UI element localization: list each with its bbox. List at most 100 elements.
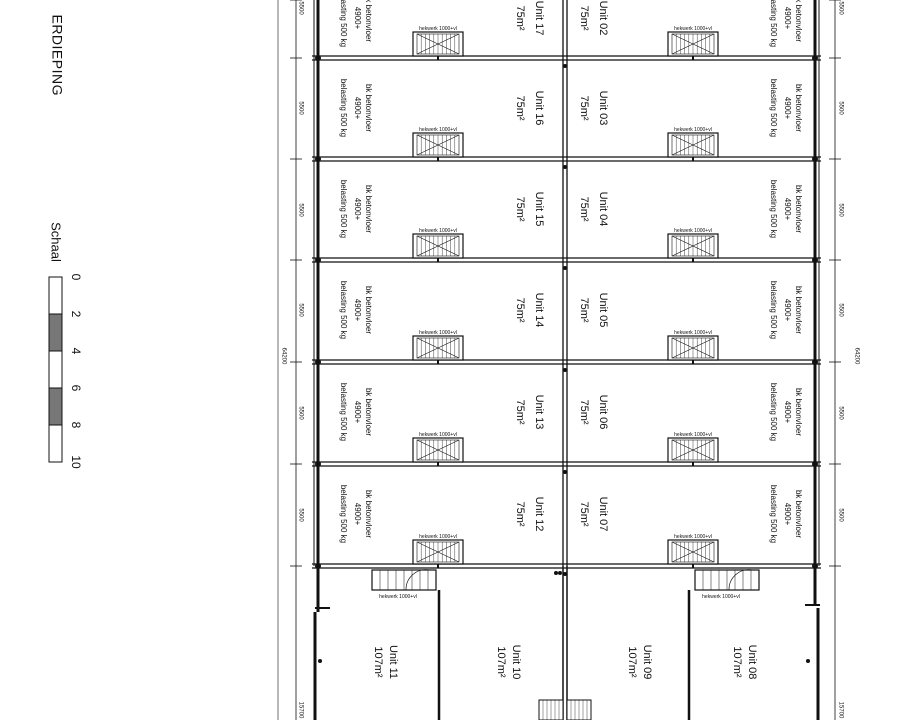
railing-label: hekwerk 1000+vl bbox=[674, 127, 712, 133]
railing-label: hekwerk 1000+vl bbox=[674, 228, 712, 234]
large-unit-area: 107m² bbox=[626, 646, 638, 678]
floor-note-right-1: bk betonvloer bbox=[794, 490, 803, 538]
floor-note-left-1: bk betonvloer bbox=[364, 84, 373, 132]
scale-segment bbox=[48, 387, 63, 426]
unit-area-left: 75m² bbox=[514, 501, 526, 526]
floor-note-right-3: belasting 500 kg bbox=[769, 383, 778, 441]
stair-arc bbox=[728, 569, 754, 591]
floor-note-right-1: bk betonvloer bbox=[794, 185, 803, 233]
floor-note-right-3: belasting 500 kg bbox=[769, 485, 778, 543]
unit-area-left: 75m² bbox=[514, 196, 526, 221]
unit-name-left: Unit 14 bbox=[533, 293, 545, 328]
railing-left: hekwerk 1000+vl bbox=[412, 534, 464, 568]
stair-railing-label: hekwerk 1000+vl bbox=[379, 594, 417, 600]
end-dimension-right: 15700 bbox=[837, 702, 843, 719]
floor-note-right-1: bk betonvloer bbox=[794, 84, 803, 132]
floor-note-left-2: 4900+ bbox=[353, 97, 362, 120]
railing-left: hekwerk 1000+vl bbox=[412, 432, 464, 466]
column-post-center bbox=[563, 165, 567, 169]
floor-label: ERDIEPING bbox=[49, 14, 65, 96]
column-post-center bbox=[563, 64, 567, 68]
column-post-right bbox=[812, 55, 818, 61]
large-unit-name: Unit 10 bbox=[510, 645, 522, 680]
railing-left: hekwerk 1000+vl bbox=[412, 26, 464, 60]
railing-right: hekwerk 1000+vl bbox=[667, 330, 719, 364]
unit-area-left: 75m² bbox=[514, 399, 526, 424]
floor-note-right-2: 4900+ bbox=[783, 7, 792, 30]
railing-label: hekwerk 1000+vl bbox=[419, 228, 457, 234]
large-unit-area: 107m² bbox=[731, 646, 743, 678]
dimension-label-right: 5500 bbox=[837, 508, 843, 522]
floor-note-left-3: belasting 500 kg bbox=[339, 485, 348, 543]
floor-note-right-1: bk betonvloer bbox=[794, 286, 803, 334]
dimension-label-left: 5500 bbox=[297, 303, 303, 317]
stairs-right: hekwerk 1000+vl bbox=[694, 569, 760, 600]
floor-note-left-1: bk betonvloer bbox=[364, 185, 373, 233]
railing-left: hekwerk 1000+vl bbox=[412, 330, 464, 364]
floor-note-right-2: 4900+ bbox=[783, 198, 792, 221]
column-post-lower bbox=[318, 659, 322, 663]
dimension-label-left: 5500 bbox=[297, 508, 303, 522]
scale-tick-label: 6 bbox=[69, 385, 83, 392]
unit-name-left: Unit 12 bbox=[533, 497, 545, 532]
floor-note-left-3: belasting 500 kg bbox=[339, 79, 348, 137]
column-post-left bbox=[315, 461, 321, 467]
floor-note-right-2: 4900+ bbox=[783, 299, 792, 322]
column-post-left bbox=[315, 156, 321, 162]
unit-area-right: 75m² bbox=[578, 5, 590, 30]
railing-label: hekwerk 1000+vl bbox=[674, 534, 712, 540]
overall-dimension-left: 64200 bbox=[280, 348, 286, 365]
scale-tick-label: 10 bbox=[69, 455, 83, 469]
column-post-lower bbox=[554, 571, 558, 575]
unit-area-left: 75m² bbox=[514, 297, 526, 322]
scale-tick-label: 8 bbox=[69, 422, 83, 429]
dimension-label-left: 5500 bbox=[297, 203, 303, 217]
large-unit-name: Unit 09 bbox=[641, 645, 653, 680]
large-unit-area: 107m² bbox=[495, 646, 507, 678]
railing-right: hekwerk 1000+vl bbox=[667, 26, 719, 60]
railing-label: hekwerk 1000+vl bbox=[419, 26, 457, 32]
floor-note-right-3: belasting 500 kg bbox=[769, 281, 778, 339]
floor-note-right-2: 4900+ bbox=[783, 401, 792, 424]
railing-label: hekwerk 1000+vl bbox=[674, 432, 712, 438]
unit-area-right: 75m² bbox=[578, 297, 590, 322]
column-post-right bbox=[812, 359, 818, 365]
floor-note-left-3: belasting 500 kg bbox=[339, 383, 348, 441]
column-post-left bbox=[315, 359, 321, 365]
scale-segment bbox=[48, 313, 63, 352]
unit-name-right: Unit 06 bbox=[597, 395, 609, 430]
railing-left: hekwerk 1000+vl bbox=[412, 127, 464, 161]
column-post-left bbox=[315, 55, 321, 61]
dimension-label-right: 5500 bbox=[837, 1, 843, 15]
unit-area-left: 75m² bbox=[514, 95, 526, 120]
dimension-label-left: 5500 bbox=[297, 101, 303, 115]
large-unit-area: 107m² bbox=[372, 646, 384, 678]
railing-label: hekwerk 1000+vl bbox=[419, 534, 457, 540]
column-post-center bbox=[563, 470, 567, 474]
railing-label: hekwerk 1000+vl bbox=[419, 330, 457, 336]
column-post-lower bbox=[558, 571, 562, 575]
scale-tick-label: 0 bbox=[69, 274, 83, 281]
unit-name-right: Unit 04 bbox=[597, 192, 609, 227]
railing-right: hekwerk 1000+vl bbox=[667, 127, 719, 161]
overall-dimension-right: 64200 bbox=[853, 348, 859, 365]
column-post-center bbox=[563, 572, 567, 576]
floor-note-left-1: bk betonvloer bbox=[364, 0, 373, 42]
unit-name-left: Unit 15 bbox=[533, 192, 545, 227]
floor-note-left-2: 4900+ bbox=[353, 503, 362, 526]
floor-note-left-1: bk betonvloer bbox=[364, 490, 373, 538]
railing-right: hekwerk 1000+vl bbox=[667, 534, 719, 568]
end-dimension-left: 15700 bbox=[297, 702, 303, 719]
scale-tick-label: 2 bbox=[69, 311, 83, 318]
column-post-center bbox=[563, 368, 567, 372]
floor-note-right-2: 4900+ bbox=[783, 503, 792, 526]
column-post-left bbox=[315, 257, 321, 263]
floor-note-left-2: 4900+ bbox=[353, 401, 362, 424]
floor-note-left-3: belasting 500 kg bbox=[339, 281, 348, 339]
stair-railing-label: hekwerk 1000+vl bbox=[702, 594, 740, 600]
unit-name-right: Unit 05 bbox=[597, 293, 609, 328]
unit-area-left: 75m² bbox=[514, 5, 526, 30]
floor-note-right-3: belasting 500 kg bbox=[769, 79, 778, 137]
unit-name-left: Unit 13 bbox=[533, 395, 545, 430]
